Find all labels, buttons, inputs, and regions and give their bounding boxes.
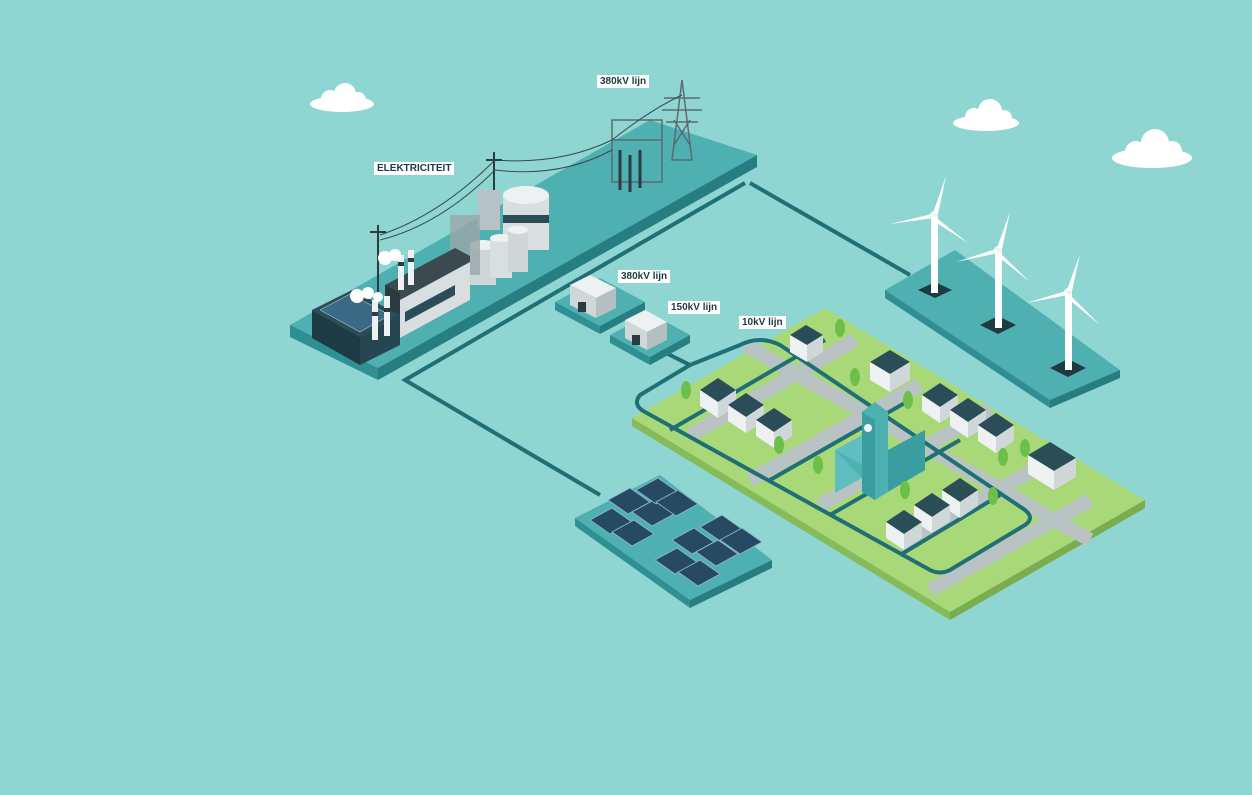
tree-icon [681,319,1030,505]
cloud-icon [953,99,1019,131]
line-label-380-top: 380kV lijn [597,75,650,88]
substation-icon [625,310,667,350]
line-label-380: 380kV lijn [618,270,671,283]
plant-label: ELEKTRICITEIT [374,162,455,175]
house-icon [942,478,978,518]
house-icon [700,378,736,418]
solar-panel-icon [589,477,763,587]
house-icon [886,510,922,550]
house-icon [950,398,986,438]
cloud-icon [310,83,374,112]
house-icon [922,383,958,423]
house-icon [870,350,910,392]
factory-icon [312,152,549,365]
line-label-10: 10kV lijn [739,316,786,329]
clock-tower-icon [835,402,925,500]
wind-turbine-icon [890,176,968,298]
house-icon [978,413,1014,453]
wind-turbine-icon [956,212,1030,334]
pylon-icon [662,79,702,161]
house-icon [790,325,823,362]
substation-frame-icon [611,119,663,192]
house-icon [914,493,950,533]
line-label-150: 150kV lijn [668,301,721,314]
wind-turbine-icon [1026,254,1100,377]
substation-icon [570,275,616,318]
house-icon [728,393,764,433]
cloud-icon [1112,129,1192,168]
house-icon [1028,442,1076,490]
